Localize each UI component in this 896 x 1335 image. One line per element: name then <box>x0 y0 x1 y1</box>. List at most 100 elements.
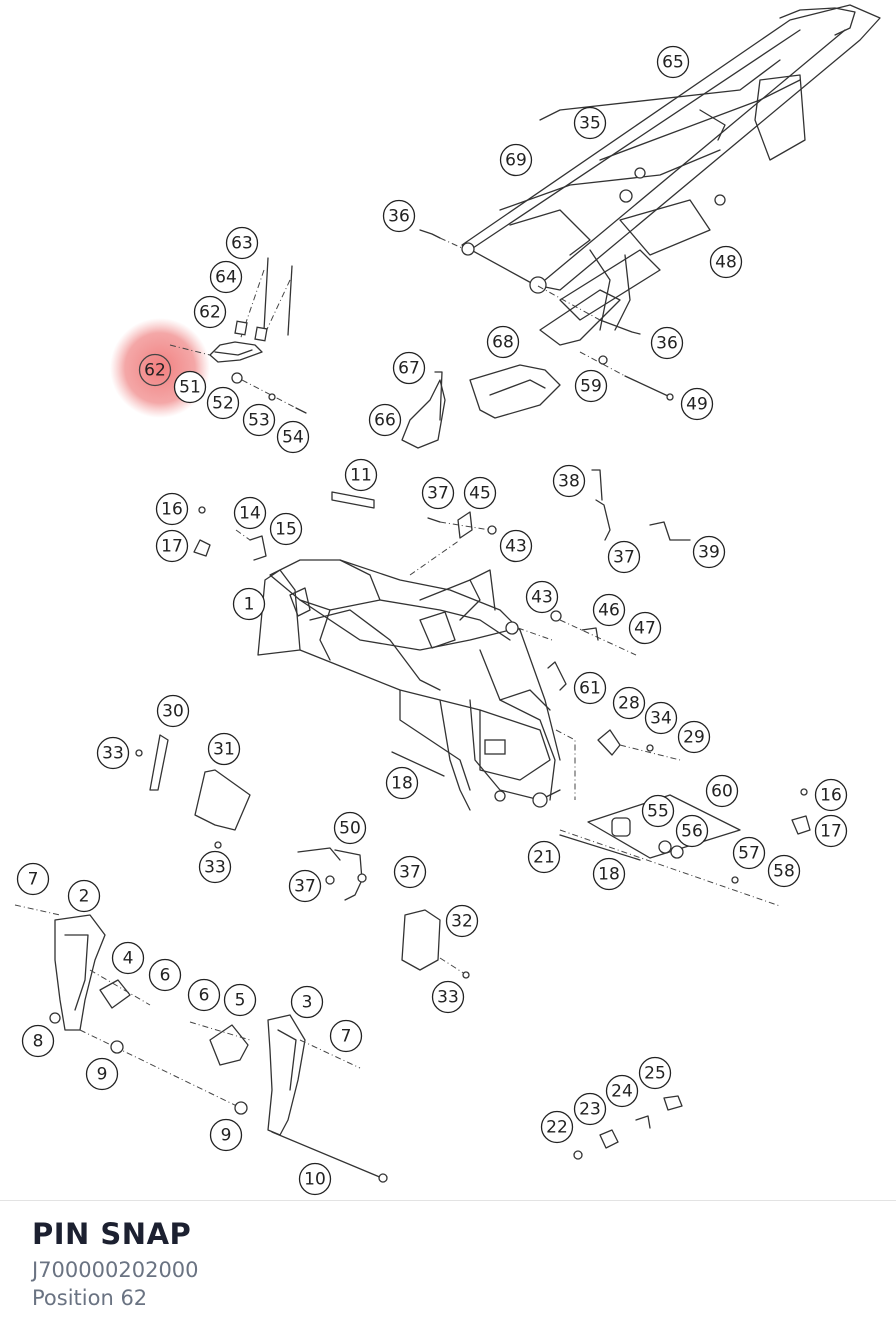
callout-7[interactable]: 7 <box>16 862 50 896</box>
callout-15[interactable]: 15 <box>269 512 303 546</box>
callout-68[interactable]: 68 <box>486 325 520 359</box>
callout-60[interactable]: 60 <box>705 774 739 808</box>
callout-29[interactable]: 29 <box>677 720 711 754</box>
callout-number: 61 <box>579 679 601 699</box>
callout-number: 54 <box>282 428 304 448</box>
callout-16[interactable]: 16 <box>814 778 848 812</box>
callout-6[interactable]: 6 <box>187 978 221 1012</box>
callout-number: 29 <box>683 728 705 748</box>
callout-number: 52 <box>212 394 234 414</box>
rear-subframe <box>461 4 881 346</box>
callout-number: 60 <box>711 782 733 802</box>
callout-number: 43 <box>531 588 553 608</box>
callout-37[interactable]: 37 <box>288 869 322 903</box>
callout-69[interactable]: 69 <box>499 143 533 177</box>
callout-number: 65 <box>662 53 684 73</box>
callout-58[interactable]: 58 <box>767 854 801 888</box>
callout-number: 50 <box>339 819 361 839</box>
callout-5[interactable]: 5 <box>223 983 257 1017</box>
callout-number: 18 <box>391 774 413 794</box>
callout-6[interactable]: 6 <box>148 958 182 992</box>
callout-37[interactable]: 37 <box>607 540 641 574</box>
callout-51[interactable]: 51 <box>173 370 207 404</box>
callout-7[interactable]: 7 <box>329 1019 363 1053</box>
callout-56[interactable]: 56 <box>675 814 709 848</box>
callout-number: 57 <box>738 844 760 864</box>
callout-66[interactable]: 66 <box>368 403 402 437</box>
callout-18[interactable]: 18 <box>385 766 419 800</box>
callout-31[interactable]: 31 <box>207 732 241 766</box>
callout-37[interactable]: 37 <box>393 855 427 889</box>
callout-30[interactable]: 30 <box>156 694 190 728</box>
callout-43[interactable]: 43 <box>499 529 533 563</box>
callout-number: 25 <box>644 1064 666 1084</box>
callout-22[interactable]: 22 <box>540 1110 574 1144</box>
callout-16[interactable]: 16 <box>155 492 189 526</box>
callout-24[interactable]: 24 <box>605 1074 639 1108</box>
callout-45[interactable]: 45 <box>463 476 497 510</box>
callout-10[interactable]: 10 <box>298 1162 332 1196</box>
callout-54[interactable]: 54 <box>276 420 310 454</box>
callout-number: 63 <box>231 234 253 254</box>
callout-47[interactable]: 47 <box>628 611 662 645</box>
callout-62[interactable]: 62 <box>138 353 172 387</box>
callout-18[interactable]: 18 <box>592 857 626 891</box>
callout-number: 10 <box>304 1170 326 1190</box>
callout-52[interactable]: 52 <box>206 386 240 420</box>
callout-9[interactable]: 9 <box>209 1118 243 1152</box>
callout-23[interactable]: 23 <box>573 1092 607 1126</box>
callout-17[interactable]: 17 <box>814 814 848 848</box>
callout-2[interactable]: 2 <box>67 879 101 913</box>
footer-divider <box>0 1200 896 1201</box>
callout-67[interactable]: 67 <box>392 351 426 385</box>
callout-17[interactable]: 17 <box>155 529 189 563</box>
main-frame <box>257 559 561 811</box>
callout-50[interactable]: 50 <box>333 811 367 845</box>
exploded-parts-diagram: 6535693648366859496766636462625152535411… <box>14 4 881 1196</box>
callout-53[interactable]: 53 <box>242 403 276 437</box>
callout-4[interactable]: 4 <box>111 941 145 975</box>
callout-64[interactable]: 64 <box>209 260 243 294</box>
callout-38[interactable]: 38 <box>552 464 586 498</box>
callout-43[interactable]: 43 <box>525 580 559 614</box>
callout-number: 34 <box>650 709 672 729</box>
callout-3[interactable]: 3 <box>290 985 324 1019</box>
callout-46[interactable]: 46 <box>592 593 626 627</box>
callout-11[interactable]: 11 <box>344 458 378 492</box>
callout-number: 48 <box>715 253 737 273</box>
callout-21[interactable]: 21 <box>527 840 561 874</box>
callout-39[interactable]: 39 <box>692 535 726 569</box>
right-footrest-bracket <box>189 1014 388 1183</box>
callout-33[interactable]: 33 <box>96 736 130 770</box>
callout-63[interactable]: 63 <box>225 226 259 260</box>
callout-number: 37 <box>613 548 635 568</box>
callout-14[interactable]: 14 <box>233 496 267 530</box>
callout-36[interactable]: 36 <box>650 326 684 360</box>
callout-49[interactable]: 49 <box>680 387 714 421</box>
callout-1[interactable]: 1 <box>232 587 266 621</box>
callout-48[interactable]: 48 <box>709 245 743 279</box>
callout-57[interactable]: 57 <box>732 836 766 870</box>
part-info-panel: PIN SNAP J700000202000 Position 62 <box>32 1212 199 1312</box>
callout-25[interactable]: 25 <box>638 1056 672 1090</box>
callout-36[interactable]: 36 <box>382 199 416 233</box>
part-number: J700000202000 <box>32 1258 199 1282</box>
callout-33[interactable]: 33 <box>198 850 232 884</box>
callout-9[interactable]: 9 <box>85 1057 119 1091</box>
callout-number: 49 <box>686 395 708 415</box>
callout-59[interactable]: 59 <box>574 369 608 403</box>
callout-55[interactable]: 55 <box>641 794 675 828</box>
callout-34[interactable]: 34 <box>644 701 678 735</box>
callout-37[interactable]: 37 <box>421 476 455 510</box>
callout-62[interactable]: 62 <box>193 295 227 329</box>
callout-number: 37 <box>427 484 449 504</box>
callout-35[interactable]: 35 <box>573 106 607 140</box>
callout-61[interactable]: 61 <box>573 671 607 705</box>
callout-28[interactable]: 28 <box>612 686 646 720</box>
callout-65[interactable]: 65 <box>656 45 690 79</box>
callout-8[interactable]: 8 <box>21 1024 55 1058</box>
callout-number: 39 <box>698 543 720 563</box>
callout-33[interactable]: 33 <box>431 980 465 1014</box>
rear-bolts <box>419 229 674 401</box>
callout-32[interactable]: 32 <box>445 904 479 938</box>
